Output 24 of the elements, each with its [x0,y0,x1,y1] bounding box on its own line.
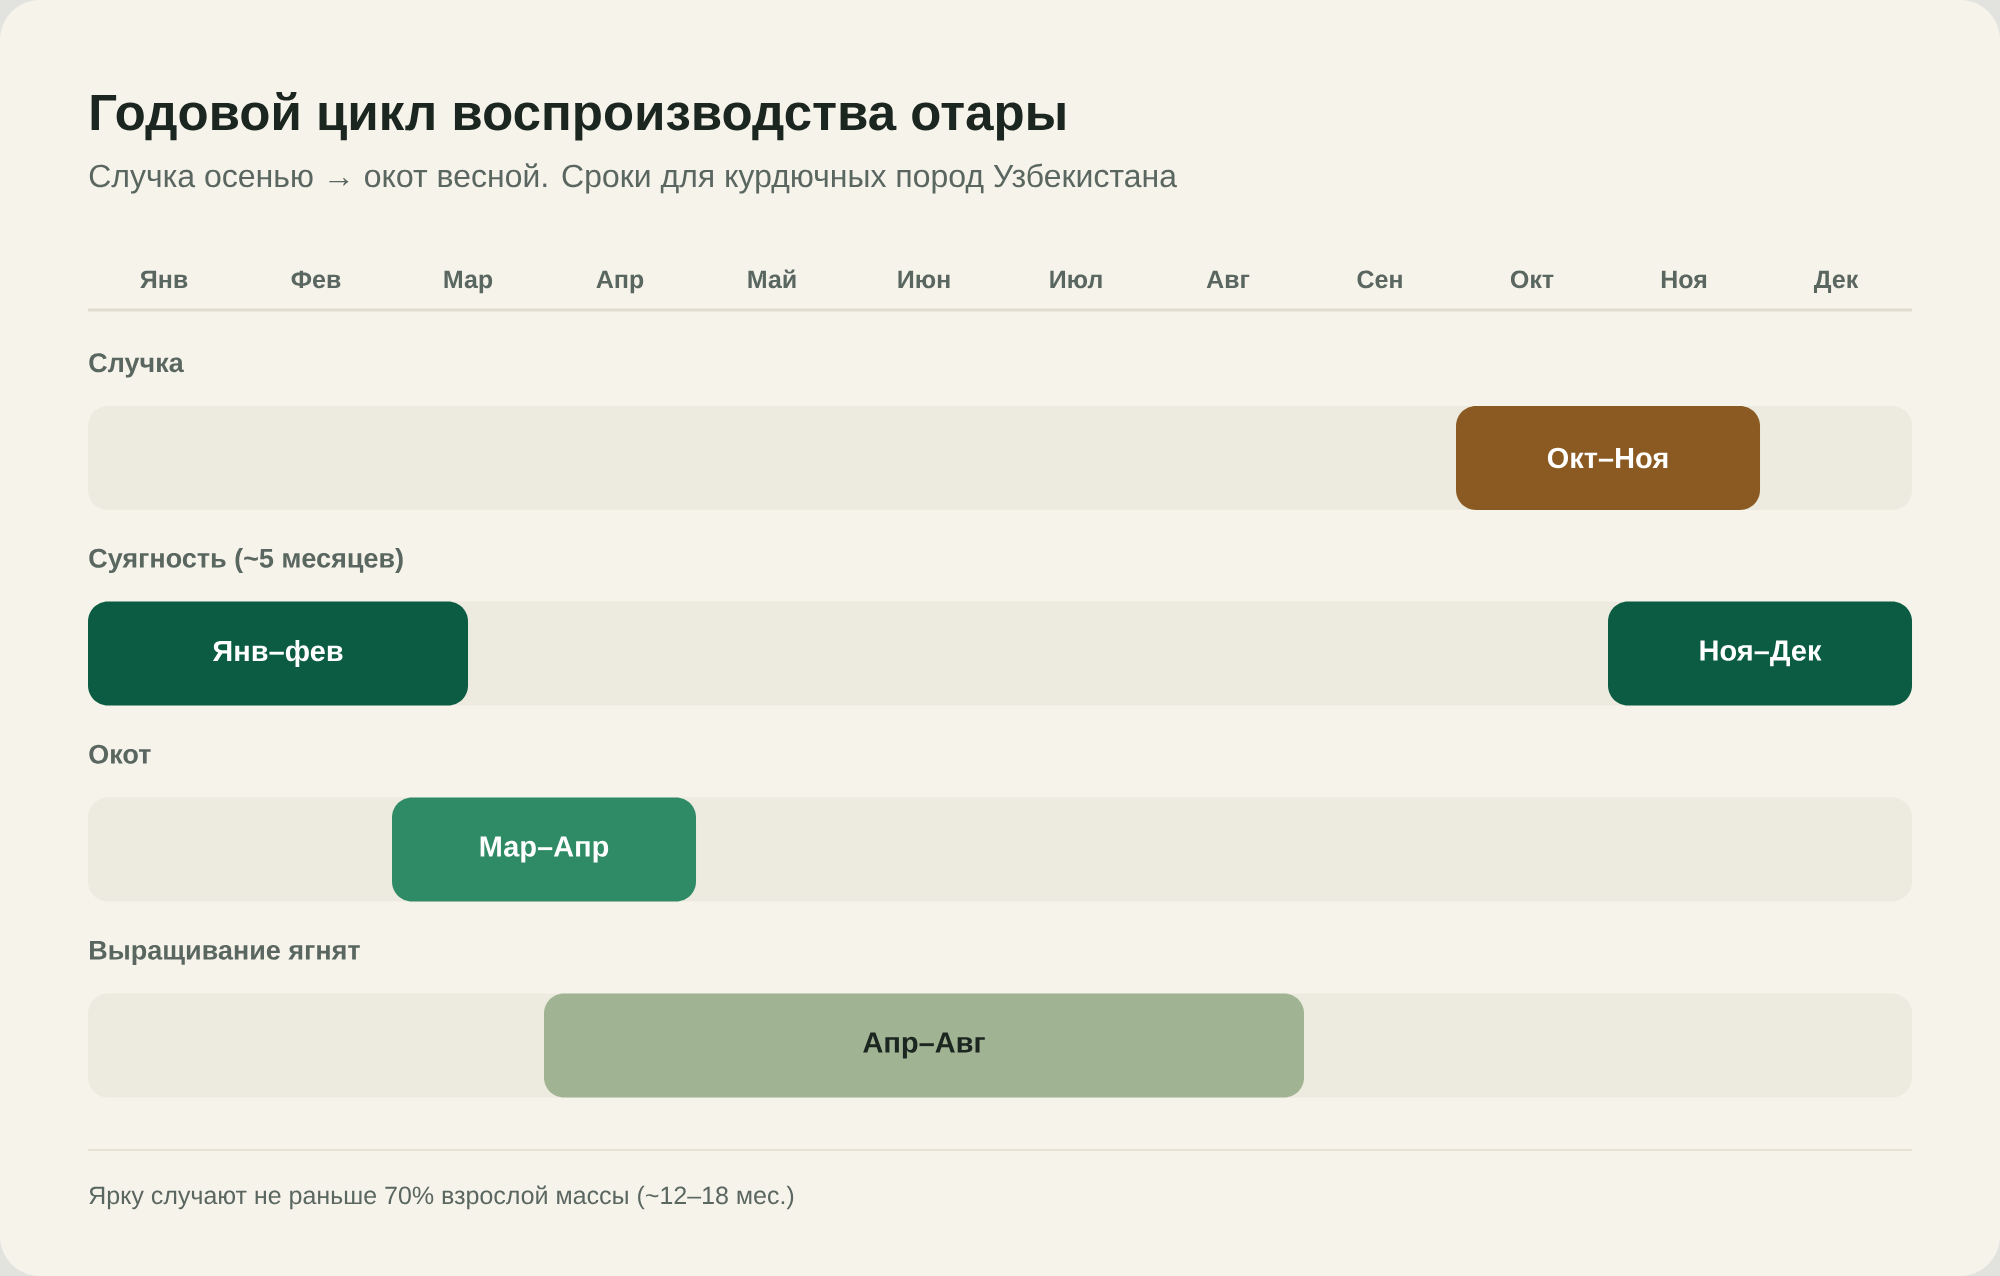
row-heading: Выращивание ягнят [90,940,360,966]
row-heading: Суягность (~5 месяцев) [89,547,403,574]
month-label: Авг [1206,270,1250,288]
month-label: Фев [291,270,341,289]
subtitle: Случка осенью → окот весной. Сроки для курдючных пород Узбекистана [89,163,1177,194]
month-label: Окт [1510,270,1554,289]
month-label: Июн [898,270,950,289]
month-label: Ноя [1661,270,1707,289]
footnote: Ярку случают не раньше 70% взрослой массы (~12–18 мес.) [89,1185,794,1210]
title: Годовой цикл воспроизводства отары [91,92,1065,141]
month-label: Май [748,269,796,289]
month-label: Мар [444,270,493,294]
row-heading: Окот [89,744,151,764]
month-label: Сен [1357,270,1402,289]
month-label: Дек [1813,270,1859,293]
period-bar: Апр–Авг [544,993,1304,1098]
period-bar: Окт–Ноя [1456,406,1760,510]
month-label: Апр [596,270,644,294]
month-label: Янв [140,270,188,288]
month-label: Июл [1050,270,1102,289]
period-bar: Ноя–Дек [1608,601,1912,706]
period-bar: Мар–Апр [392,797,696,902]
period-bar: Янв–фев [88,601,468,706]
row-heading: Случка [89,353,184,378]
